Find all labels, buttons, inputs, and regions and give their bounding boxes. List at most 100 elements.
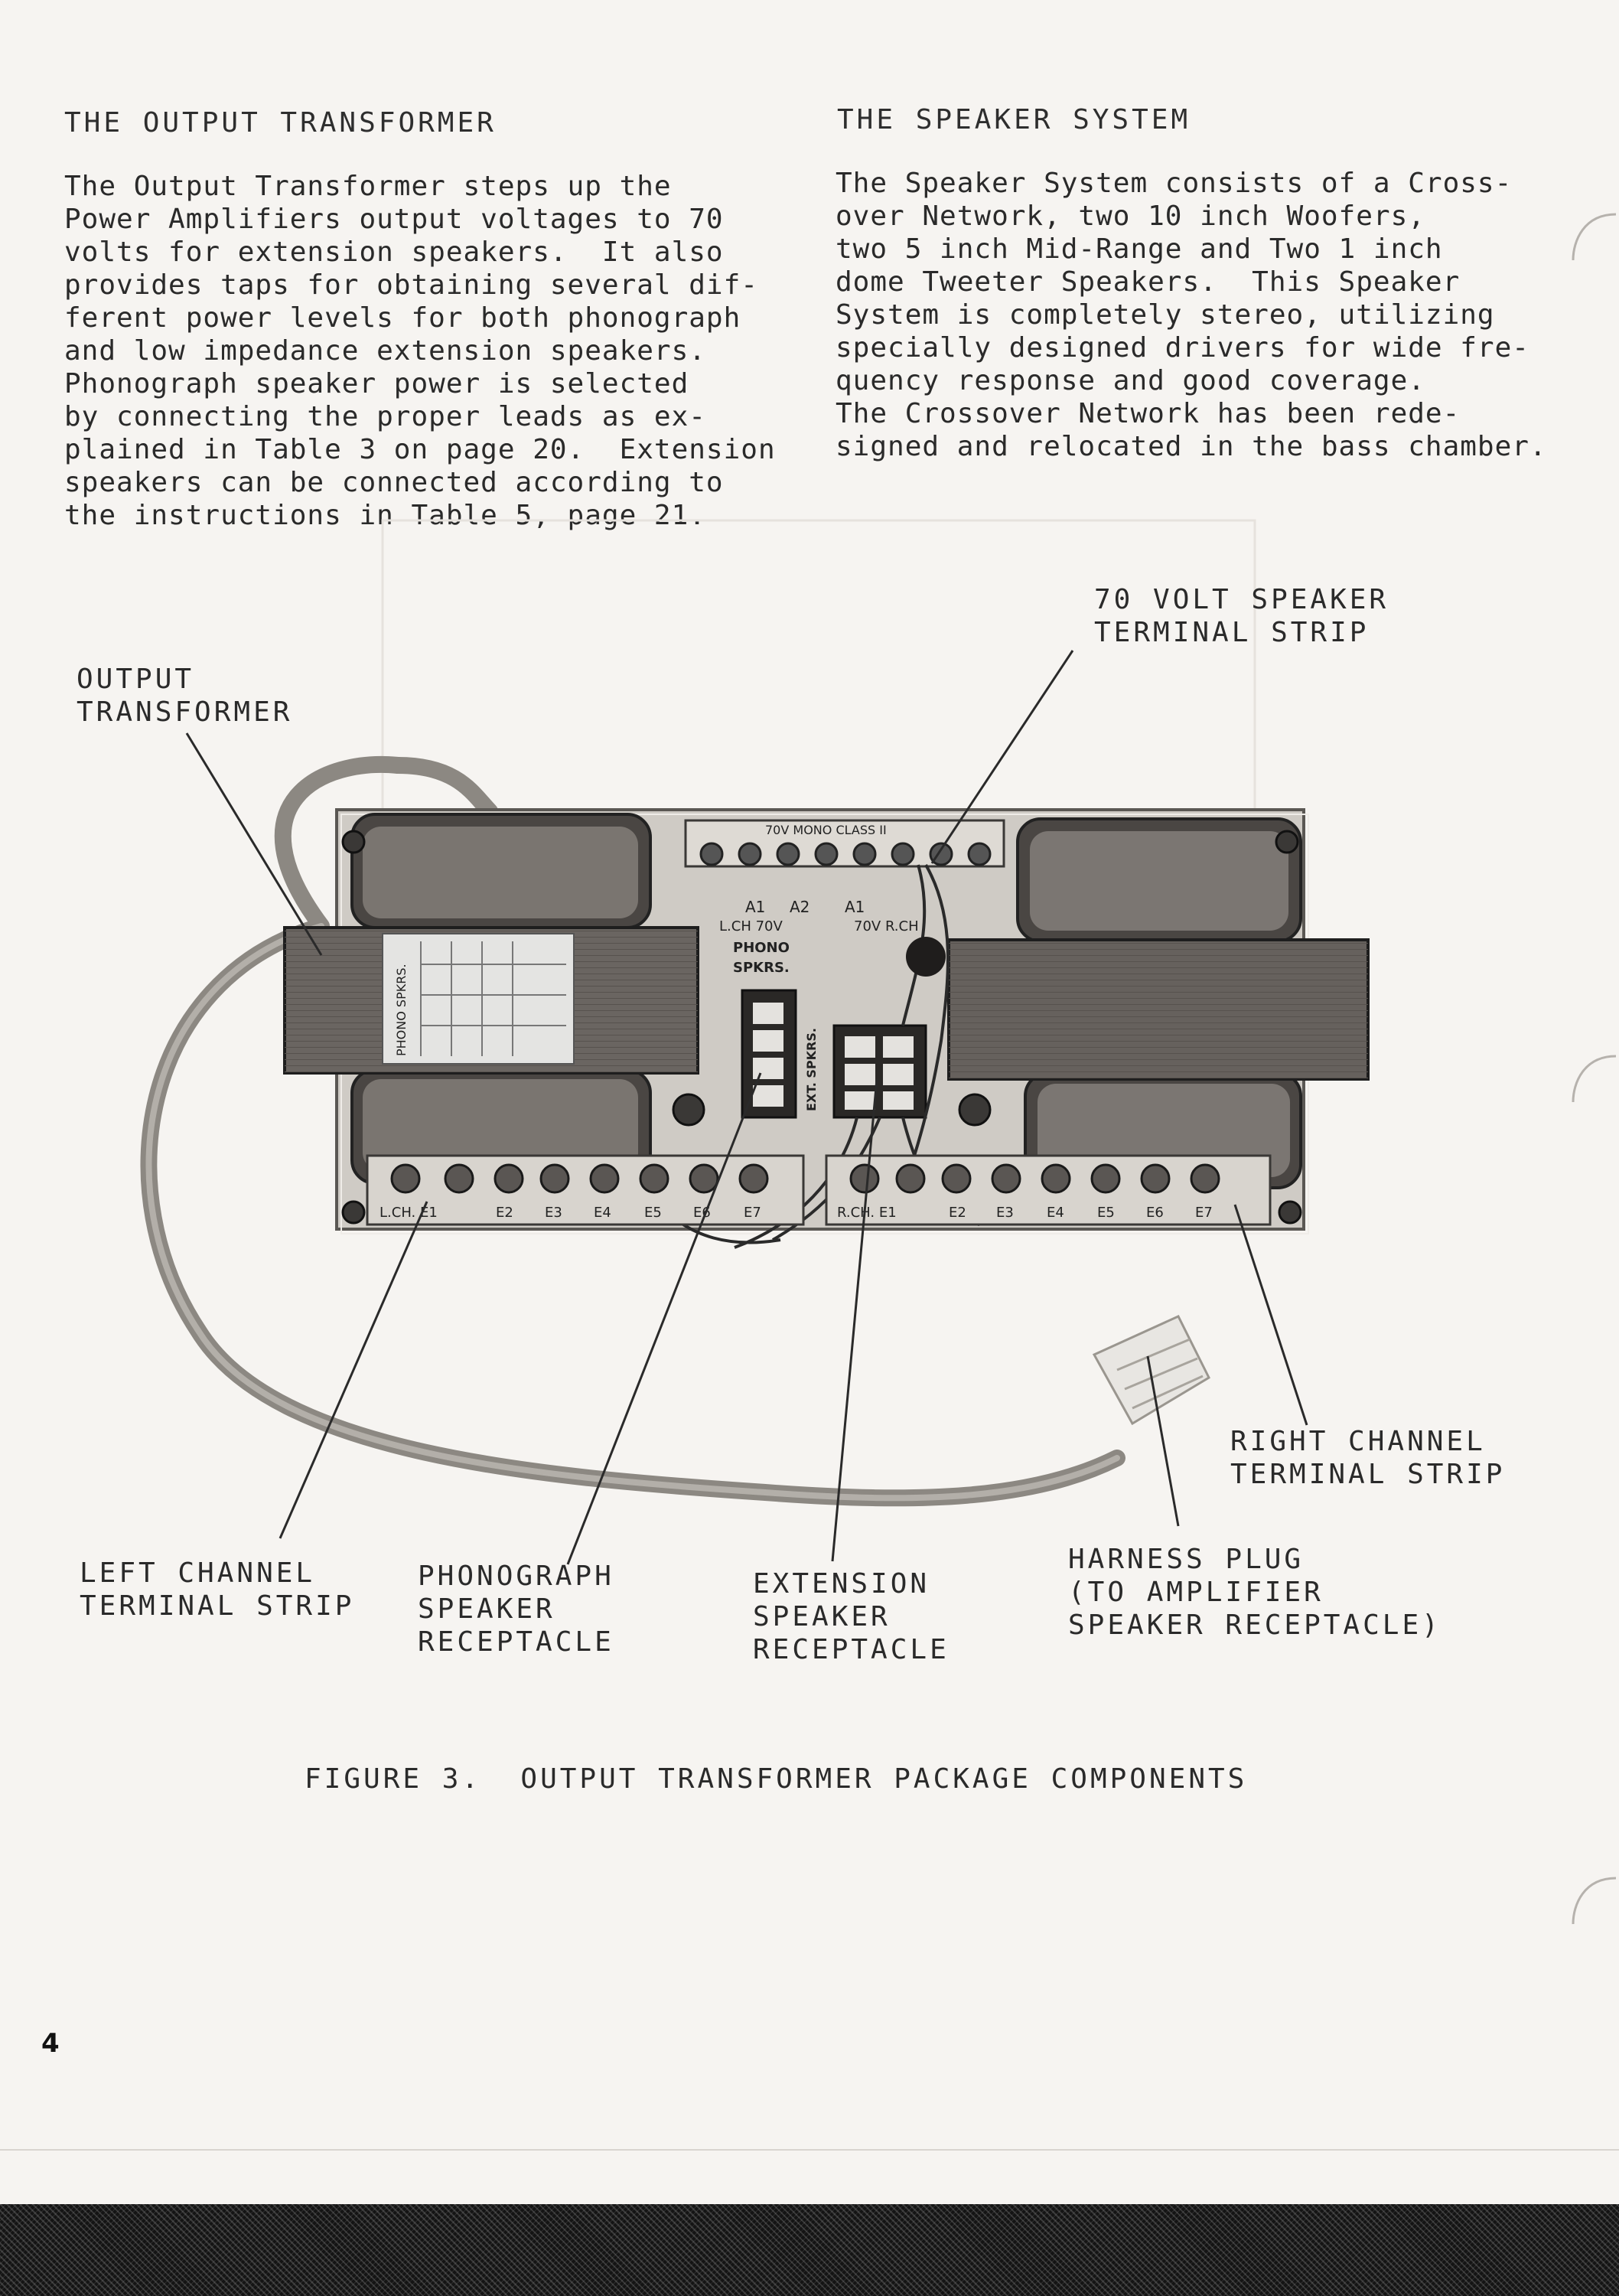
text-line: speakers can be connected according to xyxy=(64,467,724,498)
terminal-label: E2 xyxy=(496,1205,513,1221)
text-line: quency response and good coverage. xyxy=(836,365,1425,396)
terminal-label: R.CH. E1 xyxy=(837,1205,897,1221)
text-line: volts for extension speakers. It also xyxy=(64,236,724,268)
callout-left-strip: LEFT CHANNEL TERMINAL STRIP xyxy=(80,1557,354,1623)
terminal-label: E4 xyxy=(1047,1205,1064,1221)
left-paragraph: The Output Transformer steps up the Powe… xyxy=(64,170,776,532)
scanner-noise-band xyxy=(0,2204,1619,2296)
a2-label: A2 xyxy=(790,898,810,916)
text-line: specially designed drivers for wide fre- xyxy=(836,332,1529,364)
right-heading: THE SPEAKER SYSTEM xyxy=(837,104,1191,135)
a1-label-right: A1 xyxy=(845,898,865,916)
leader-output-transformer xyxy=(185,732,323,956)
callout-line: RECEPTACLE xyxy=(753,1634,950,1665)
left-terminal-screws xyxy=(390,1163,769,1194)
terminal-label: E4 xyxy=(594,1205,611,1221)
text-line: The Output Transformer steps up the xyxy=(64,171,672,202)
terminal-label: E2 xyxy=(949,1205,966,1221)
callout-line: TERMINAL STRIP xyxy=(1230,1459,1506,1490)
a1-label: A1 xyxy=(745,898,765,916)
text-line: Phonograph speaker power is selected xyxy=(64,368,689,400)
terminal-label: E5 xyxy=(644,1205,662,1221)
terminal-label: E5 xyxy=(1097,1205,1115,1221)
terminal-label: E3 xyxy=(996,1205,1014,1221)
callout-line: LEFT CHANNEL xyxy=(80,1557,316,1589)
terminal-label: E3 xyxy=(545,1205,562,1221)
callout-line: (TO AMPLIFIER xyxy=(1068,1577,1324,1608)
text-line: by connecting the proper leads as ex- xyxy=(64,401,706,432)
callout-line: EXTENSION xyxy=(753,1568,930,1600)
text-line: plained in Table 3 on page 20. Extension xyxy=(64,434,776,465)
right-paragraph: The Speaker System consists of a Cross- … xyxy=(836,167,1547,463)
leader-extension-receptacle xyxy=(831,1078,878,1562)
text-line: and low impedance extension speakers. xyxy=(64,335,706,367)
callout-70v-strip: 70 VOLT SPEAKER TERMINAL STRIP xyxy=(1094,583,1389,649)
text-line: signed and relocated in the bass chamber… xyxy=(836,431,1547,462)
top-strip-label: 70V MONO CLASS II xyxy=(765,823,887,837)
text-line: two 5 inch Mid-Range and Two 1 inch xyxy=(836,233,1443,265)
left-terminal-strip xyxy=(366,1154,805,1226)
terminal-label: E7 xyxy=(1195,1205,1213,1221)
callout-line: TERMINAL STRIP xyxy=(1094,617,1370,648)
callout-line: HARNESS PLUG xyxy=(1068,1544,1305,1575)
callout-line: TRANSFORMER xyxy=(77,696,293,728)
figure-caption: FIGURE 3. OUTPUT TRANSFORMER PACKAGE COM… xyxy=(305,1763,1248,1795)
text-line: System is completely stereo, utilizing xyxy=(836,299,1495,331)
cable-highlight xyxy=(145,923,1120,1502)
callout-harness-plug: HARNESS PLUG (TO AMPLIFIER SPEAKER RECEP… xyxy=(1068,1543,1441,1642)
phono-chart-label xyxy=(382,933,575,1065)
harness-plug xyxy=(1092,1315,1210,1426)
spkrs-label: SPKRS. xyxy=(733,960,790,976)
text-line: the instructions in Table 5, page 21. xyxy=(64,500,706,531)
phono-label: PHONO xyxy=(733,940,790,956)
callout-leaders xyxy=(185,650,1308,1565)
leader-right-strip xyxy=(1233,1204,1308,1426)
callout-line: RECEPTACLE xyxy=(418,1626,614,1658)
binder-hole-icon xyxy=(1572,1877,1617,1925)
callout-phono-receptacle: PHONOGRAPH SPEAKER RECEPTACLE xyxy=(418,1560,614,1658)
callout-line: 70 VOLT SPEAKER xyxy=(1094,584,1389,615)
callout-line: SPEAKER xyxy=(753,1601,891,1632)
left-transformer: PHONO SPKRS. xyxy=(283,813,699,1185)
text-line: ferent power levels for both phonograph xyxy=(64,302,741,334)
terminal-label: L.CH. E1 xyxy=(380,1205,438,1221)
text-line: provides taps for obtaining several dif- xyxy=(64,269,758,301)
leader-70v-strip xyxy=(930,650,1074,864)
ext-spkrs-label: EXT. SPKRS. xyxy=(804,1028,819,1111)
callout-line: OUTPUT xyxy=(77,664,195,695)
cable-top xyxy=(389,757,498,820)
page-number: 4 xyxy=(41,2028,60,2059)
page-edge-rule xyxy=(0,2149,1619,2151)
right-terminal-labels: R.CH. E1 E2 E3 E4 E5 E6 E7 xyxy=(837,1205,1213,1221)
binder-hole-icon xyxy=(1572,1055,1617,1103)
grommet xyxy=(906,937,946,977)
callout-line: SPEAKER RECEPTACLE) xyxy=(1068,1609,1441,1641)
callout-right-strip: RIGHT CHANNEL TERMINAL STRIP xyxy=(1230,1425,1505,1491)
callout-line: SPEAKER xyxy=(418,1593,555,1625)
terminal-label: E7 xyxy=(744,1205,761,1221)
text-line: Power Amplifiers output voltages to 70 xyxy=(64,204,724,235)
callout-line: RIGHT CHANNEL xyxy=(1230,1426,1486,1457)
leader-harness-plug xyxy=(1146,1355,1180,1527)
callout-line: TERMINAL STRIP xyxy=(80,1590,355,1622)
right-terminal-screws xyxy=(849,1163,1220,1194)
leader-left-strip xyxy=(279,1201,428,1539)
rch-70v-label: 70V R.CH xyxy=(854,918,919,934)
phono-spkrs-label: PHONO SPKRS. xyxy=(394,964,409,1056)
binder-hole-icon xyxy=(1572,213,1617,261)
terminal-label: E6 xyxy=(1146,1205,1164,1221)
lch-70v-label: L.CH 70V xyxy=(719,918,783,934)
callout-extension-receptacle: EXTENSION SPEAKER RECEPTACLE xyxy=(753,1567,950,1666)
text-line: The Speaker System consists of a Cross- xyxy=(836,168,1513,199)
mounting-screws xyxy=(341,830,1302,1225)
text-line: The Crossover Network has been rede- xyxy=(836,398,1461,429)
leader-phono-receptacle xyxy=(566,1072,762,1565)
text-line: dome Tweeter Speakers. This Speaker xyxy=(836,266,1461,298)
extension-receptacle-shape xyxy=(832,1024,927,1119)
text-line: over Network, two 10 inch Woofers, xyxy=(836,201,1425,232)
transformer-photo: 70V MONO CLASS II PHONO SPKRS. xyxy=(140,519,1370,1565)
callout-output-transformer: OUTPUT TRANSFORMER xyxy=(77,663,292,729)
callout-line: PHONOGRAPH xyxy=(418,1561,614,1592)
left-heading: THE OUTPUT TRANSFORMER xyxy=(64,107,497,139)
top-terminals xyxy=(699,842,992,866)
